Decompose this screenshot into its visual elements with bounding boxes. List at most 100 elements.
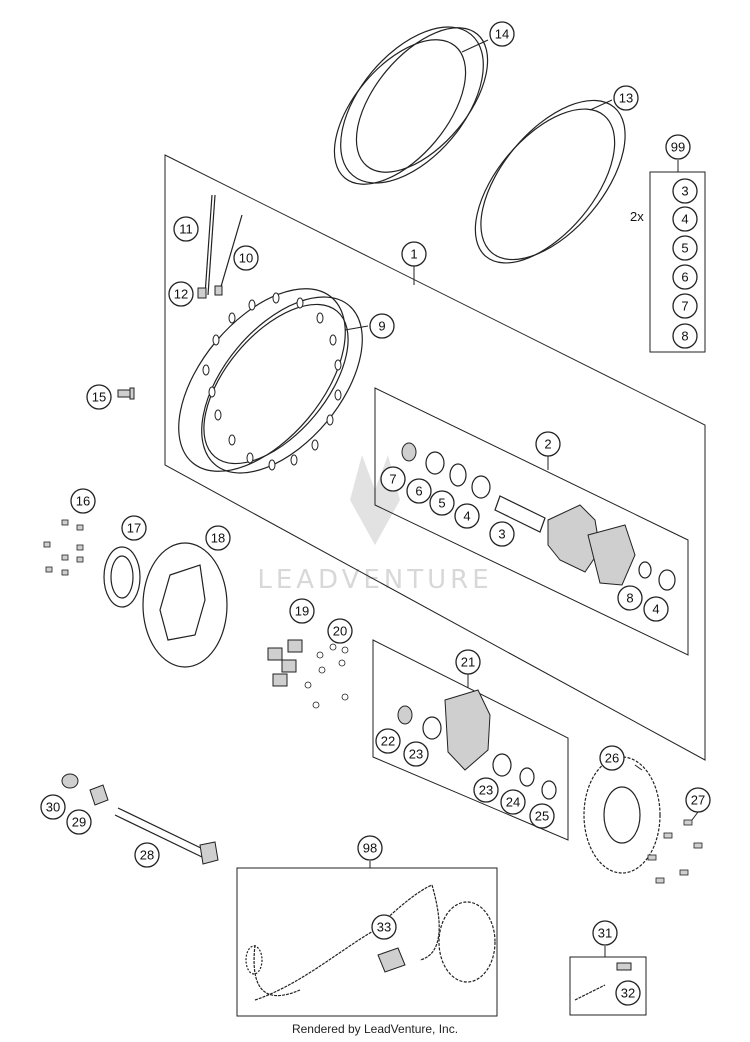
callout-25[interactable]: 25 <box>529 803 555 829</box>
callout-23[interactable]: 23 <box>473 777 499 803</box>
callout-28[interactable]: 28 <box>134 842 160 868</box>
tyre-part[interactable] <box>309 1 512 209</box>
valve-part[interactable] <box>117 387 135 400</box>
callout-24[interactable]: 24 <box>500 789 526 815</box>
callout-98[interactable]: 98 <box>357 835 383 861</box>
callout-label: 8 <box>626 591 633 606</box>
spoke-parts[interactable] <box>197 194 243 299</box>
callout-circle <box>489 21 515 47</box>
callout-33[interactable]: 33 <box>371 914 397 940</box>
callout-label: 23 <box>479 783 493 798</box>
callout-label: 98 <box>363 841 377 856</box>
damper-parts[interactable] <box>267 639 349 709</box>
callout-9[interactable]: 9 <box>369 313 395 339</box>
callout-21[interactable]: 21 <box>455 649 481 675</box>
chain-link-drawing[interactable] <box>574 962 632 1001</box>
callout-label: 31 <box>598 926 612 941</box>
callout-15[interactable]: 15 <box>86 384 112 410</box>
callout-label: 19 <box>295 604 309 619</box>
callout-circle <box>599 745 625 771</box>
watermark-text: LEADVENTURE <box>257 565 492 595</box>
callout-19[interactable]: 19 <box>289 598 315 624</box>
callout-5[interactable]: 5 <box>672 235 698 261</box>
footer-credit: Rendered by LeadVenture, Inc. <box>291 1022 459 1036</box>
callout-11[interactable]: 11 <box>173 216 199 242</box>
callout-circle <box>672 178 698 204</box>
rim-tape-part[interactable] <box>449 75 652 287</box>
sprocket-bolt-parts[interactable] <box>647 819 703 884</box>
callout-circle <box>403 741 429 767</box>
bolt-parts[interactable] <box>43 519 84 576</box>
callout-7[interactable]: 7 <box>380 466 406 492</box>
callout-17[interactable]: 17 <box>121 515 147 541</box>
callout-circle <box>66 809 92 835</box>
axle-parts[interactable] <box>61 773 219 865</box>
callout-label: 10 <box>239 251 253 266</box>
callout-label: 26 <box>605 751 619 766</box>
callout-circle <box>454 503 480 529</box>
callout-12[interactable]: 12 <box>168 281 194 307</box>
callout-23[interactable]: 23 <box>403 741 429 767</box>
callout-6[interactable]: 6 <box>672 264 698 290</box>
callout-27[interactable]: 27 <box>685 787 711 813</box>
callout-5[interactable]: 5 <box>429 490 455 516</box>
callout-circle <box>672 323 698 349</box>
callout-circle <box>672 206 698 232</box>
callout-32[interactable]: 32 <box>615 980 641 1006</box>
callout-31[interactable]: 31 <box>592 920 618 946</box>
callout-8[interactable]: 8 <box>672 323 698 349</box>
callout-layer: 1413993456781110121915276543841617181920… <box>40 21 711 1006</box>
callout-22[interactable]: 22 <box>375 728 401 754</box>
callout-circle <box>369 313 395 339</box>
callout-circle <box>406 478 432 504</box>
rim-part[interactable] <box>147 259 394 502</box>
callout-7[interactable]: 7 <box>672 293 698 319</box>
sprocket-carrier-parts[interactable] <box>397 689 557 800</box>
callout-circle <box>357 835 383 861</box>
callout-30[interactable]: 30 <box>40 794 66 820</box>
rear-sprocket-part[interactable] <box>583 756 661 874</box>
callout-label: 6 <box>681 270 688 285</box>
callout-label: 8 <box>681 329 688 344</box>
callout-circle <box>617 585 643 611</box>
callout-label: 3 <box>498 527 505 542</box>
callout-label: 4 <box>463 509 470 524</box>
callout-label: 13 <box>619 91 633 106</box>
callout-99[interactable]: 99 <box>665 134 691 160</box>
callout-label: 15 <box>92 390 106 405</box>
chain-kit-drawing[interactable] <box>245 884 496 1001</box>
callout-10[interactable]: 10 <box>233 245 259 271</box>
callout-16[interactable]: 16 <box>70 488 96 514</box>
callout-6[interactable]: 6 <box>406 478 432 504</box>
callout-label: 17 <box>127 521 141 536</box>
abs-ring-part[interactable] <box>103 546 141 608</box>
callout-20[interactable]: 20 <box>327 618 353 644</box>
callout-circle <box>672 293 698 319</box>
callout-label: 6 <box>415 484 422 499</box>
callout-label: 23 <box>409 747 423 762</box>
callout-29[interactable]: 29 <box>66 809 92 835</box>
chain-kit-box <box>236 867 498 1017</box>
callout-label: 12 <box>174 287 188 302</box>
callout-4[interactable]: 4 <box>643 596 669 622</box>
callout-1[interactable]: 1 <box>401 241 427 267</box>
callout-label: 29 <box>72 815 86 830</box>
callout-8[interactable]: 8 <box>617 585 643 611</box>
callout-3[interactable]: 3 <box>672 178 698 204</box>
callout-4[interactable]: 4 <box>672 206 698 232</box>
brake-disc-part[interactable] <box>142 542 228 668</box>
callout-circle <box>401 241 427 267</box>
callout-label: 3 <box>681 184 688 199</box>
callout-26[interactable]: 26 <box>599 745 625 771</box>
callout-4[interactable]: 4 <box>454 503 480 529</box>
callout-3[interactable]: 3 <box>489 521 515 547</box>
callout-2[interactable]: 2 <box>535 431 561 457</box>
callout-label: 18 <box>211 531 225 546</box>
callout-14[interactable]: 14 <box>489 21 515 47</box>
callout-circle <box>473 777 499 803</box>
callout-13[interactable]: 13 <box>613 85 639 111</box>
hub-assembly-panel <box>374 387 689 656</box>
hub-parts[interactable] <box>401 442 676 591</box>
callout-18[interactable]: 18 <box>205 525 231 551</box>
